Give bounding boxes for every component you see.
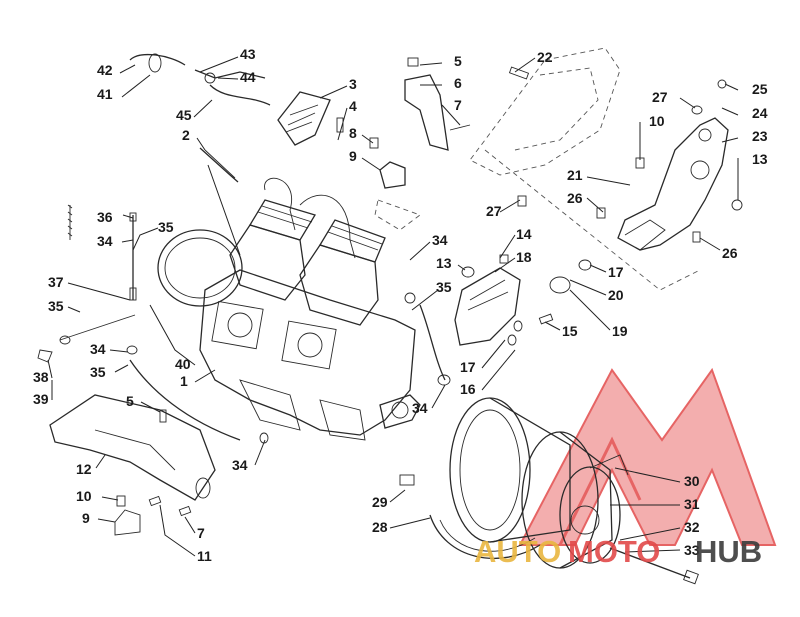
callout-23: 23 [752, 128, 768, 144]
callout-5: 5 [454, 53, 462, 69]
callout-32: 32 [684, 519, 700, 535]
callout-24: 24 [752, 105, 768, 121]
leader-lines [47, 56, 739, 557]
callout-13: 13 [752, 151, 768, 167]
callout-7: 7 [454, 97, 462, 113]
callout-37: 37 [48, 274, 64, 290]
callout-14: 14 [516, 226, 532, 242]
fuel-hoses [129, 53, 271, 106]
callout-7: 7 [197, 525, 205, 541]
callout-6: 6 [454, 75, 462, 91]
callout-34: 34 [232, 457, 248, 473]
callout-35: 35 [90, 364, 106, 380]
callout-8: 8 [349, 125, 357, 141]
automotohub-watermark: AUTO MOTO HUB [474, 534, 762, 569]
callout-45: 45 [176, 107, 192, 123]
callout-35: 35 [158, 219, 174, 235]
chaincase-cover-outline [469, 47, 701, 291]
engine-mount-bracket-lower [49, 394, 216, 536]
callout-25: 25 [752, 81, 768, 97]
engine-mount-bracket-upper [617, 117, 743, 251]
callout-13: 13 [436, 255, 452, 271]
watermark-text-hub: HUB [695, 534, 762, 569]
callout-41: 41 [97, 86, 113, 102]
callout-15: 15 [562, 323, 578, 339]
callout-19: 19 [612, 323, 628, 339]
callout-40: 40 [175, 356, 191, 372]
callout-31: 31 [684, 496, 700, 512]
callout-9: 9 [349, 148, 357, 164]
callout-29: 29 [372, 494, 388, 510]
callout-28: 28 [372, 519, 388, 535]
callout-3: 3 [349, 76, 357, 92]
callout-34: 34 [90, 341, 106, 357]
engine-mount-bracket-middle [454, 267, 521, 346]
callout-12: 12 [76, 461, 92, 477]
callout-5: 5 [126, 393, 134, 409]
callout-39: 39 [33, 391, 49, 407]
callout-27: 27 [652, 89, 668, 105]
callout-17: 17 [608, 264, 624, 280]
callout-9: 9 [82, 510, 90, 526]
callout-42: 42 [97, 62, 113, 78]
engine-block [157, 177, 421, 441]
fasteners [37, 57, 727, 517]
callout-10: 10 [649, 113, 665, 129]
reed-cover [199, 91, 331, 183]
callout-34: 34 [432, 232, 448, 248]
callout-16: 16 [460, 381, 476, 397]
callout-18: 18 [516, 249, 532, 265]
callout-17: 17 [460, 359, 476, 375]
callout-35: 35 [48, 298, 64, 314]
callout-10: 10 [76, 488, 92, 504]
callout-38: 38 [33, 369, 49, 385]
callout-21: 21 [567, 167, 583, 183]
callout-11: 11 [197, 548, 212, 564]
callout-34: 34 [97, 233, 113, 249]
callout-33: 33 [684, 542, 700, 558]
engine-mount-bracket-top [374, 74, 449, 231]
callout-2: 2 [182, 127, 190, 143]
callout-35: 35 [436, 279, 452, 295]
callout-26: 26 [567, 190, 583, 206]
watermark-text-auto: AUTO [474, 534, 561, 569]
automotohub-logo-mark [518, 367, 777, 546]
callout-27: 27 [486, 203, 502, 219]
oil-lines [59, 204, 446, 441]
watermark-text-moto: MOTO [568, 534, 660, 569]
callout-34: 34 [412, 400, 428, 416]
callout-4: 4 [349, 98, 357, 114]
callout-36: 36 [97, 209, 113, 225]
callout-22: 22 [537, 49, 553, 65]
callout-30: 30 [684, 473, 700, 489]
callout-44: 44 [240, 69, 256, 85]
callout-20: 20 [608, 287, 624, 303]
callout-1: 1 [180, 373, 188, 389]
callout-43: 43 [240, 46, 256, 62]
callout-26: 26 [722, 245, 738, 261]
